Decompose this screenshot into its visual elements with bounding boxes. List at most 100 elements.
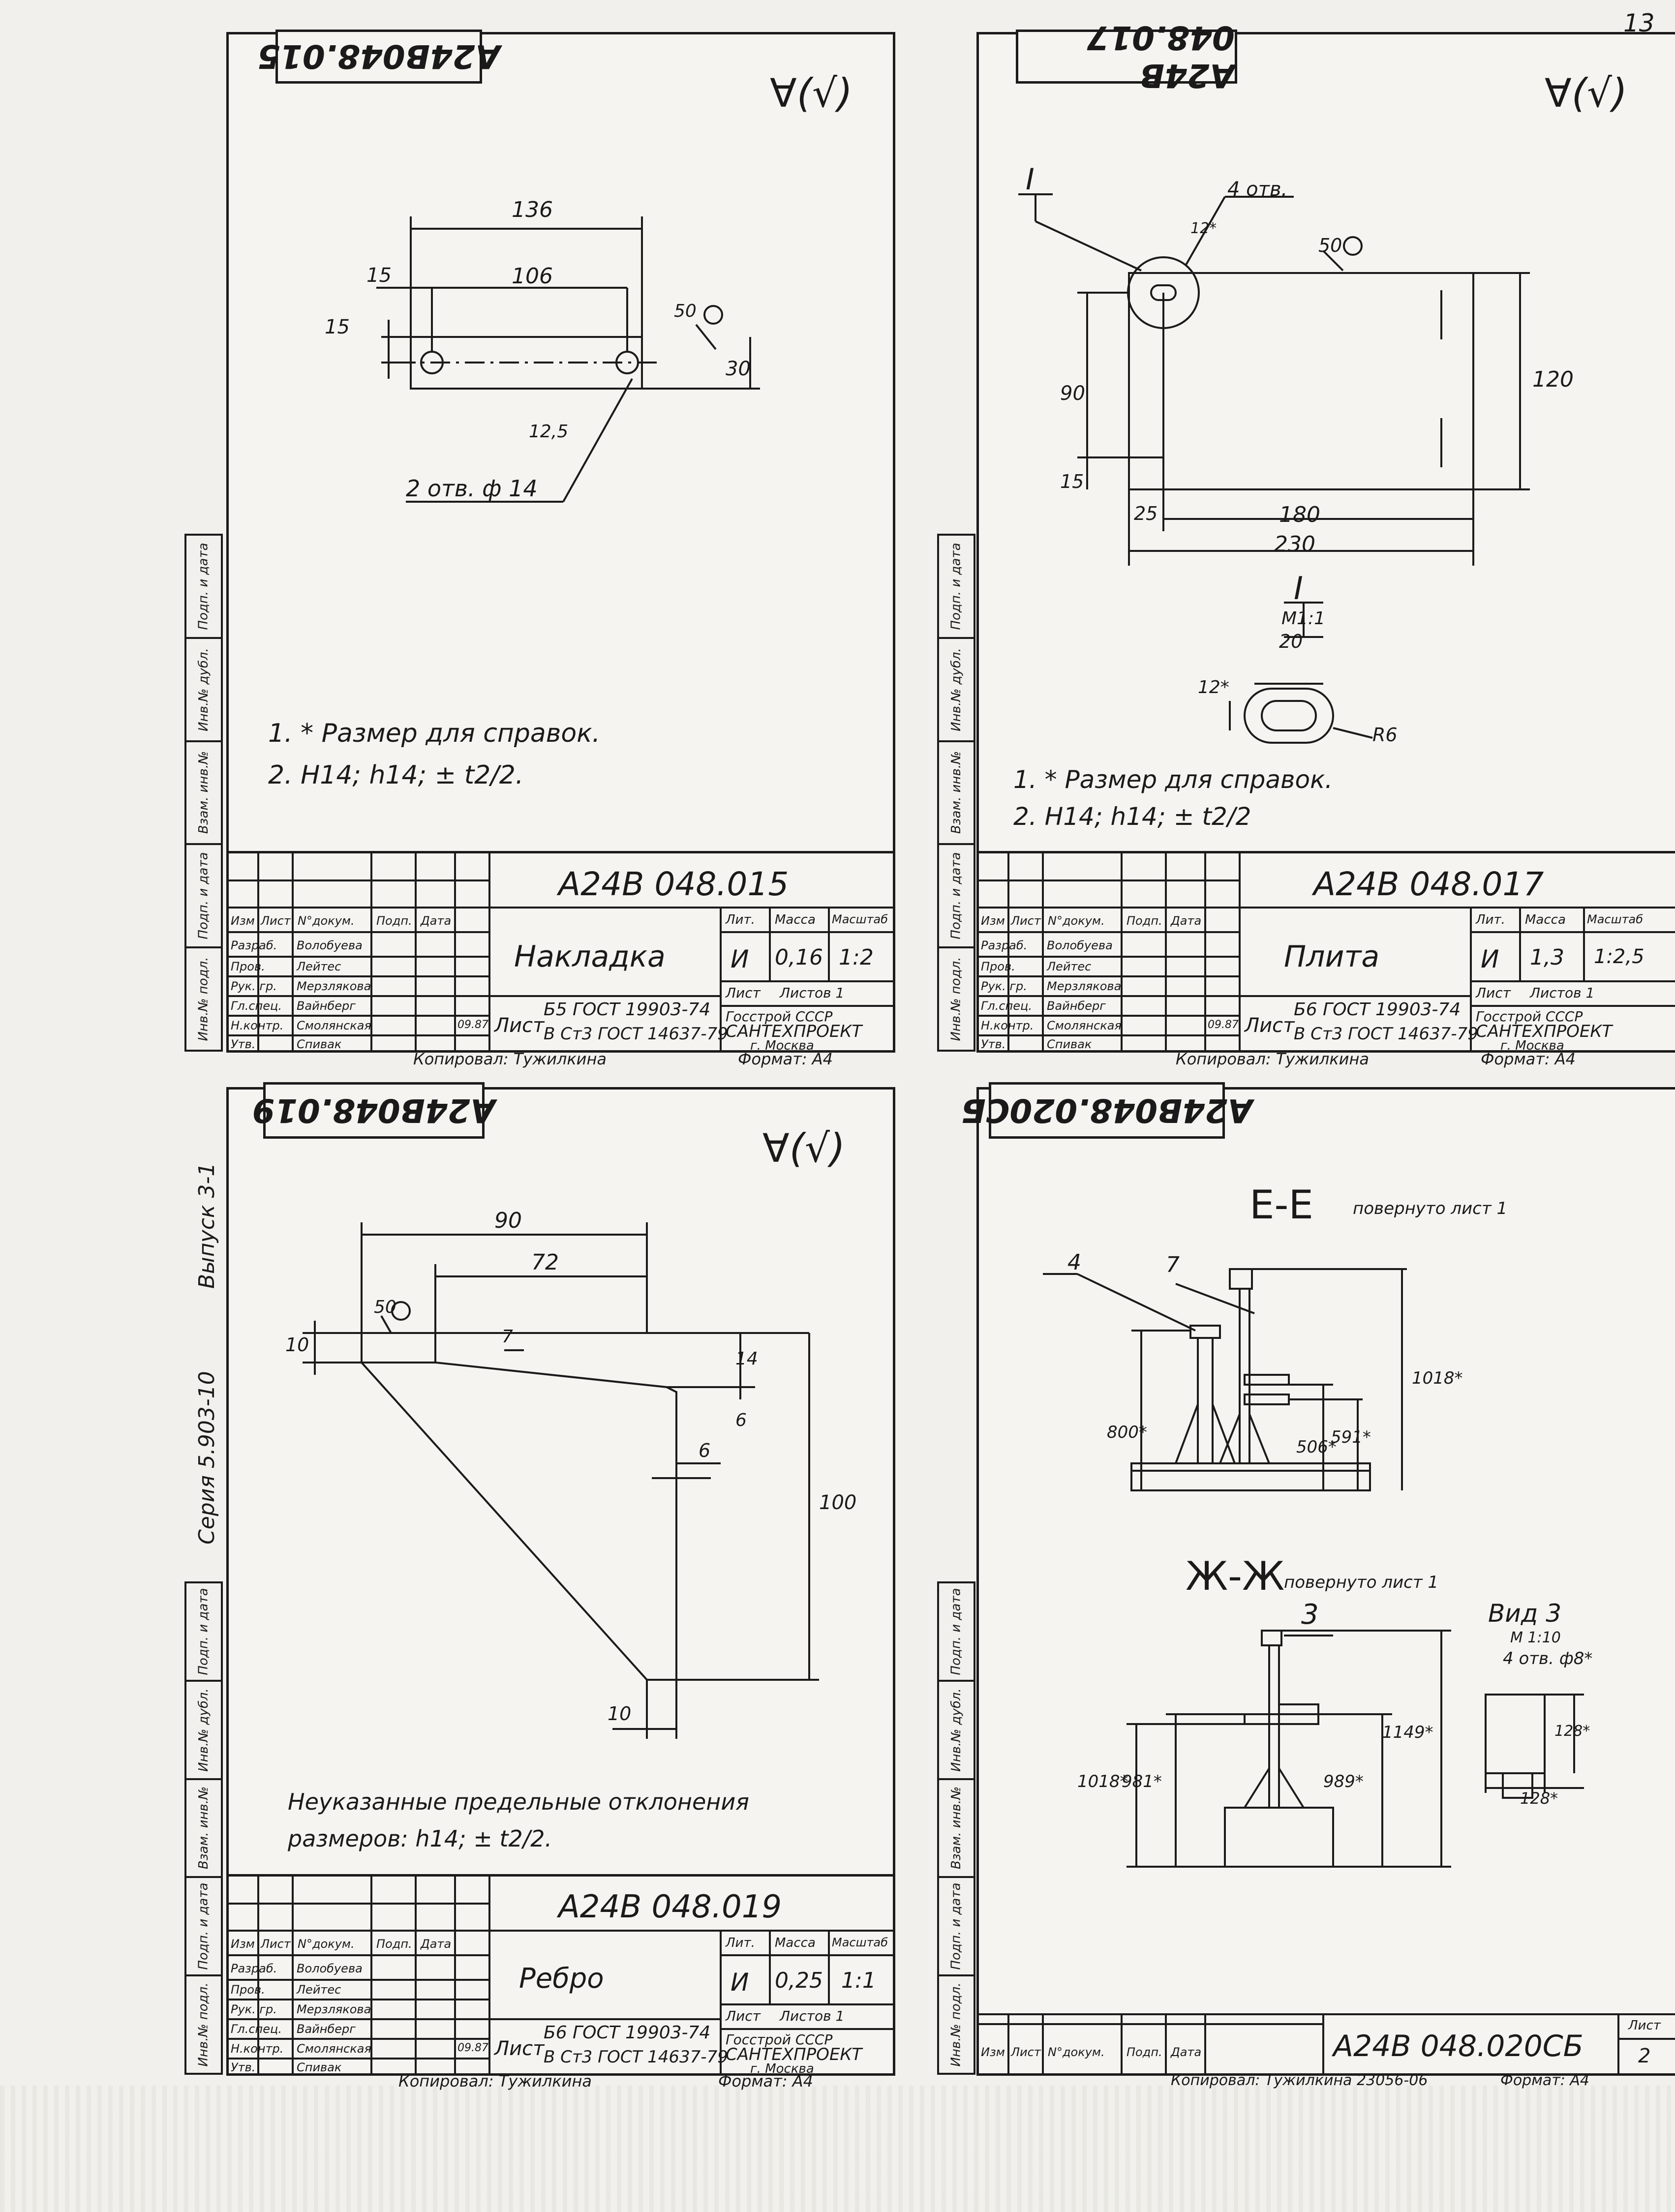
note-2: 2. Н14; h14; ± t2/2 xyxy=(1013,802,1251,831)
dim-128-right: 128* xyxy=(1554,1723,1590,1740)
tb-hdr-izm: Изм xyxy=(231,914,255,928)
tb-org-2: САНТЕХПРОЕКТ xyxy=(1476,1022,1613,1041)
side-strip-label: Подп. и дата xyxy=(949,1588,964,1675)
tb-role-3: Гл.спец. xyxy=(231,999,282,1013)
page-number: 13 xyxy=(1623,9,1655,37)
tb-date-sign: 09.87 xyxy=(457,1019,488,1031)
title-block: Изм Лист N°докум. Подп. Дата Разраб. Про… xyxy=(979,851,1675,1053)
mirrored-code-017: А24В 048.017 xyxy=(1016,19,1237,94)
tb-person-0: Волобуева xyxy=(297,1962,363,1975)
side-strip-label: Подп. и дата xyxy=(949,1882,964,1970)
section-ee-note: повернуто лист 1 xyxy=(1353,1199,1508,1218)
tb-hdr-date: Дата xyxy=(421,914,452,928)
tb-person-4: Смолянская xyxy=(297,1019,371,1032)
series-issue-label: Выпуск 3-1 xyxy=(194,1162,219,1289)
roughness-local: 50 xyxy=(1318,235,1342,256)
tb-mass-value: 0,25 xyxy=(775,1968,823,1993)
dim-10-bottom: 10 xyxy=(608,1703,632,1725)
tb-lit-value: И xyxy=(731,945,749,973)
tb-part-name: Ребро xyxy=(519,1963,604,1995)
roughness-general: ∀(√) xyxy=(770,70,853,116)
tb-hdr-izm: Изм xyxy=(981,914,1005,928)
tb-role-2: Рук. гр. xyxy=(231,2002,277,2016)
roughness-local: 50 xyxy=(674,301,697,321)
view3-holes: 4 отв. ф8* xyxy=(1503,1649,1593,1668)
tb-lit-value: И xyxy=(1481,945,1499,973)
tb-list: Лист xyxy=(1628,2018,1661,2033)
side-strip-label: Инв.№ дубл. xyxy=(196,1688,211,1772)
view3-scale: М 1:10 xyxy=(1510,1629,1561,1646)
tb-lit-value: И xyxy=(731,1968,749,1997)
tb-person-5: Спивак xyxy=(297,1037,342,1051)
tb-sheet-no: 2 xyxy=(1638,2045,1651,2067)
side-strip-label: Инв.№ дубл. xyxy=(949,647,964,731)
tb-list-label: Лист xyxy=(494,1014,545,1037)
side-strip-sheet-3: Подп. и дата Инв.№ дубл. Взам. инв.№ Под… xyxy=(184,1581,223,2075)
tb-hdr-lit: Лит. xyxy=(726,912,755,927)
dim-800: 800* xyxy=(1107,1423,1147,1442)
tb-hdr-mass: Масса xyxy=(1525,912,1566,927)
tb-material-2: В Ст3 ГОСТ 14637-79 xyxy=(544,2047,728,2067)
note-1: 1. * Размер для справок. xyxy=(268,719,601,748)
section-zhzh-note: повернуто лист 1 xyxy=(1284,1573,1439,1592)
tb-person-5: Спивак xyxy=(1047,1037,1092,1051)
side-strip-label: Инв.№ подл. xyxy=(949,1982,964,2067)
side-strip-label: Подп. и дата xyxy=(196,1588,211,1675)
holes-callout: 2 отв. ф 14 xyxy=(406,475,538,502)
tb-person-1: Лейтес xyxy=(297,1983,341,1997)
dim-6-right: 6 xyxy=(735,1410,747,1430)
tb-sheets: Листов 1 xyxy=(780,2008,845,2024)
tb-person-1: Лейтес xyxy=(1047,960,1092,973)
tb-scale-value: 1:2 xyxy=(839,945,874,970)
side-strip-label: Подп. и дата xyxy=(196,543,211,630)
tb-hdr-mass: Масса xyxy=(775,1936,816,1950)
tb-person-0: Волобуева xyxy=(297,939,363,952)
tb-material-1: Б6 ГОСТ 19903-74 xyxy=(544,2023,711,2043)
tb-hdr-doc: N°докум. xyxy=(298,914,355,928)
tb-hdr-doc: N°докум. xyxy=(1048,2045,1105,2059)
tb-role-3: Гл.спец. xyxy=(231,2022,282,2036)
view-marker-I: I xyxy=(1026,162,1035,197)
tb-hdr-list: Лист xyxy=(1011,914,1041,928)
tb-role-3: Гл.спец. xyxy=(981,999,1032,1013)
side-strip-label: Инв.№ дубл. xyxy=(196,647,211,731)
tb-role-5: Утв. xyxy=(231,2060,256,2074)
tb-scale-value: 1:1 xyxy=(841,1968,876,1993)
sheet-rebro: 90 72 50 ∀(√) 10 7 14 6 6 100 10 Неуказа… xyxy=(226,1087,895,2076)
tb-hdr-list: Лист xyxy=(261,914,291,928)
dim-90: 90 xyxy=(1060,382,1085,405)
title-block: Изм Лист N°докум. Подп. Дата Разраб. Про… xyxy=(229,851,893,1053)
dim-136: 136 xyxy=(512,197,553,222)
dim-506: 506* xyxy=(1296,1437,1337,1457)
tb-person-4: Смолянская xyxy=(1047,1019,1122,1032)
tb-person-1: Лейтес xyxy=(297,960,341,973)
tb-hdr-podp: Подп. xyxy=(376,914,412,928)
tb-hdr-lit: Лит. xyxy=(1476,912,1505,927)
tb-role-5: Утв. xyxy=(231,1037,256,1051)
tb-hdr-scale: Масштаб xyxy=(832,1936,888,1949)
tb-person-3: Вайнберг xyxy=(297,999,356,1013)
tb-hdr-list: Лист xyxy=(1011,2045,1041,2059)
tb-hdr-date: Дата xyxy=(1171,2045,1202,2059)
dim-1149: 1149* xyxy=(1382,1723,1433,1742)
note-1: 1. * Размер для справок. xyxy=(1013,765,1333,794)
format-label: Формат: А4 xyxy=(1481,1050,1576,1068)
section-zhzh-title: Ж-Ж xyxy=(1186,1553,1285,1599)
dim-12-5: 12,5 xyxy=(529,422,569,442)
dim-230: 230 xyxy=(1274,532,1315,557)
tb-org-1: Госстрой СССР xyxy=(1476,1008,1583,1025)
dim-1018-zh: 1018* xyxy=(1077,1772,1128,1791)
tb-material-1: Б6 ГОСТ 19903-74 xyxy=(1294,1000,1461,1020)
tb-role-1: Пров. xyxy=(981,960,1015,973)
tb-list-label: Лист xyxy=(494,2037,545,2060)
dim-6-inner: 6 xyxy=(699,1440,711,1461)
tb-role-5: Утв. xyxy=(981,1037,1006,1051)
side-strip-label: Инв.№ подл. xyxy=(196,957,212,1041)
dim-180: 180 xyxy=(1279,502,1320,527)
tb-list-label: Лист xyxy=(1245,1014,1295,1037)
side-strip-label: Инв.№ дубл. xyxy=(949,1688,964,1772)
dim-120: 120 xyxy=(1532,367,1574,392)
tb-role-2: Рук. гр. xyxy=(231,979,277,993)
sheet-nakladka: 136 106 15 15 30 12,5 2 отв. ф 14 50 ∀(√… xyxy=(226,32,895,1053)
tb-date-sign: 09.87 xyxy=(1208,1019,1239,1031)
